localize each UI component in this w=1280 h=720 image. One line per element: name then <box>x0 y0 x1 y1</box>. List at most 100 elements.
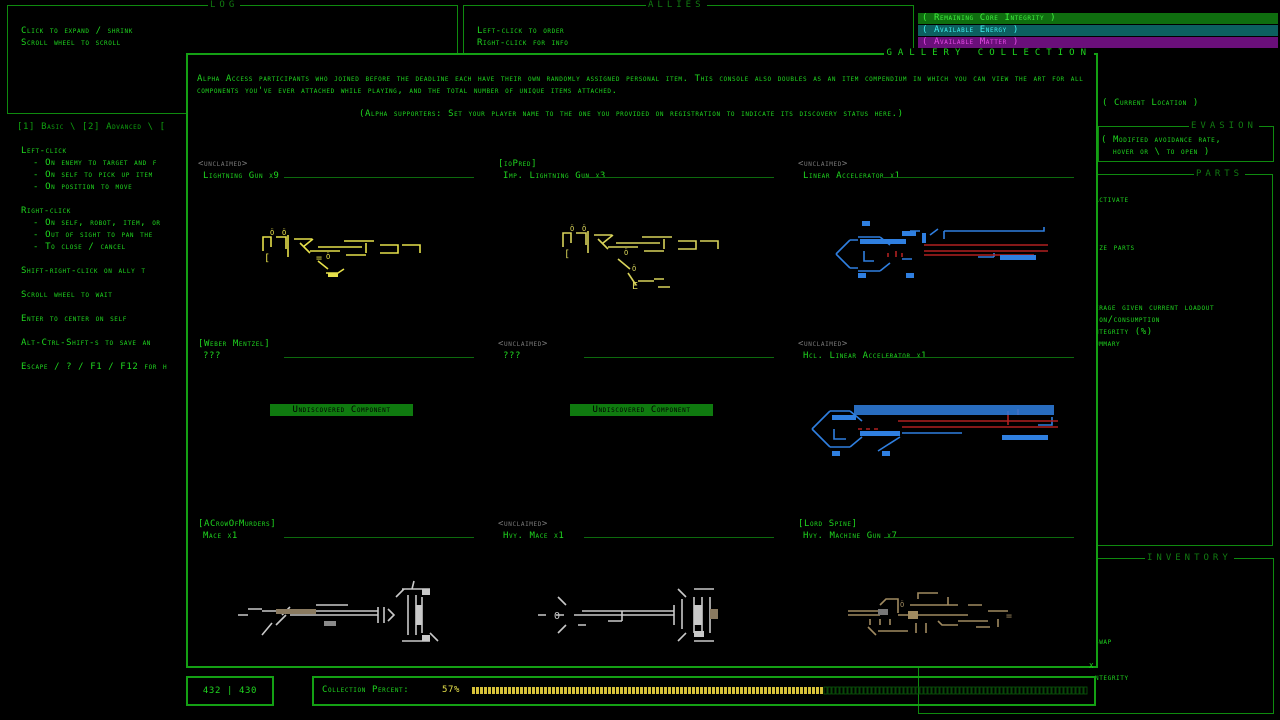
progress-tick-filled <box>576 687 579 694</box>
progress-tick-empty <box>975 686 980 695</box>
help-line: Alt-Ctrl-Shift-s to save an <box>21 338 151 348</box>
progress-tick-empty <box>963 686 968 695</box>
progress-tick-filled <box>640 687 643 694</box>
progress-tick-empty <box>955 686 960 695</box>
progress-tick-filled <box>684 687 687 694</box>
progress-tick-filled <box>744 687 747 694</box>
progress-tick-filled <box>604 687 607 694</box>
progress-tick-filled <box>716 687 719 694</box>
gallery-item[interactable]: <unclaimed>Hvy. Mace x1 O <box>498 519 774 694</box>
progress-tick-filled <box>748 687 751 694</box>
progress-tick-empty <box>991 686 996 695</box>
progress-tick-filled <box>492 687 495 694</box>
progress-tick-filled <box>668 687 671 694</box>
gallery-item[interactable]: [Lord Spine]Hvy. Machine Gun x7 ö= <box>798 519 1074 694</box>
close-icon[interactable]: x <box>1089 660 1094 671</box>
evasion-line-1: ( Modified avoidance rate, <box>1101 135 1222 145</box>
collection-percent-label: Collection Percent: <box>322 685 410 695</box>
progress-tick-filled <box>516 687 519 694</box>
progress-tick-empty <box>883 686 888 695</box>
progress-tick-empty <box>999 686 1004 695</box>
item-divider <box>284 537 474 538</box>
progress-tick-empty <box>859 686 864 695</box>
progress-tick-filled <box>556 687 559 694</box>
progress-tick-filled <box>688 687 691 694</box>
gallery-item[interactable]: <unclaimed>Hcl. Linear Accelerator x1 <box>798 339 1074 514</box>
allies-hint-1: Left-click to order <box>477 26 565 36</box>
progress-tick-filled <box>760 687 763 694</box>
progress-tick-empty <box>831 686 836 695</box>
progress-tick-empty <box>983 686 988 695</box>
progress-tick-empty <box>1031 686 1036 695</box>
progress-tick-filled <box>808 687 811 694</box>
progress-tick-filled <box>600 687 603 694</box>
progress-tick-filled <box>776 687 779 694</box>
progress-tick-empty <box>843 686 848 695</box>
item-divider <box>884 357 1074 358</box>
progress-tick-empty <box>995 686 1000 695</box>
current-location[interactable]: ( Current Location ) <box>1102 98 1199 108</box>
progress-tick-empty <box>915 686 920 695</box>
progress-tick-filled <box>700 687 703 694</box>
evasion-panel[interactable]: EVASION ( Modified avoidance rate, hover… <box>1098 121 1274 162</box>
progress-tick-filled <box>552 687 555 694</box>
gallery-window[interactable]: GALLERY COLLECTION Alpha Access particip… <box>186 48 1098 671</box>
svg-text:ö: ö <box>570 223 575 234</box>
gallery-title: GALLERY COLLECTION <box>884 48 1094 58</box>
item-name: Linear Accelerator x1 <box>803 171 901 181</box>
progress-tick-empty <box>839 686 844 695</box>
help-line: Escape / ? / F1 / F12 for h <box>21 362 168 372</box>
progress-tick-filled <box>680 687 683 694</box>
progress-tick-filled <box>652 687 655 694</box>
progress-tick-empty <box>1051 686 1056 695</box>
parts-title: PARTS <box>1194 169 1246 179</box>
item-art: O <box>538 588 718 642</box>
progress-tick-filled <box>496 687 499 694</box>
progress-tick-filled <box>484 687 487 694</box>
progress-tick-empty <box>1015 686 1020 695</box>
svg-text:ö: ö <box>282 227 287 238</box>
progress-tick-filled <box>636 687 639 694</box>
gallery-item[interactable]: <unclaimed>???Undiscovered Component <box>498 339 774 514</box>
help-tabs[interactable]: [1] Basic \ [2] Advanced \ [ <box>17 122 166 132</box>
progress-tick-empty <box>1067 686 1072 695</box>
progress-tick-filled <box>520 687 523 694</box>
core-integrity-bar[interactable]: ( Remaining Core Integrity ) <box>918 13 1278 24</box>
progress-tick-filled <box>572 687 575 694</box>
parts-line-6: ion/consumption <box>1095 315 1160 325</box>
progress-tick-filled <box>696 687 699 694</box>
item-divider <box>584 357 774 358</box>
gallery-item[interactable]: [Weber Mentzel]???Undiscovered Component <box>198 339 474 514</box>
energy-bar[interactable]: ( Available Energy ) <box>918 25 1278 36</box>
inventory-line-4: ntegrity <box>1095 673 1129 683</box>
item-divider <box>584 537 774 538</box>
collection-count: 432 | 430 <box>186 676 274 706</box>
progress-tick-filled <box>596 687 599 694</box>
progress-tick-filled <box>512 687 515 694</box>
help-line: - To close / cancel <box>21 242 126 252</box>
progress-tick-filled <box>764 687 767 694</box>
progress-tick-empty <box>1027 686 1032 695</box>
svg-text:[: [ <box>264 253 271 264</box>
matter-bar[interactable]: ( Available Matter ) <box>918 37 1278 48</box>
item-divider <box>584 177 774 178</box>
evasion-title: EVASION <box>1189 121 1259 131</box>
undiscovered-badge: Undiscovered Component <box>570 404 713 416</box>
help-line: - Out of sight to pan the <box>21 230 153 240</box>
progress-tick-empty <box>1035 686 1040 695</box>
svg-text:ö: ö <box>326 251 331 262</box>
progress-tick-filled <box>708 687 711 694</box>
progress-tick-empty <box>1075 686 1080 695</box>
progress-tick-filled <box>812 687 815 694</box>
progress-tick-empty <box>887 686 892 695</box>
gallery-item[interactable]: [ACrowOfMurders]Mace x1 <box>198 519 474 694</box>
gallery-item[interactable]: <unclaimed>Linear Accelerator x1 <box>798 159 1074 334</box>
parts-panel[interactable]: PARTS activate ize parts erage given cur… <box>1090 169 1273 546</box>
progress-tick-empty <box>1047 686 1052 695</box>
item-owner: <unclaimed> <box>798 339 848 349</box>
progress-tick-empty <box>847 686 852 695</box>
item-divider <box>284 357 474 358</box>
progress-tick-empty <box>923 686 928 695</box>
